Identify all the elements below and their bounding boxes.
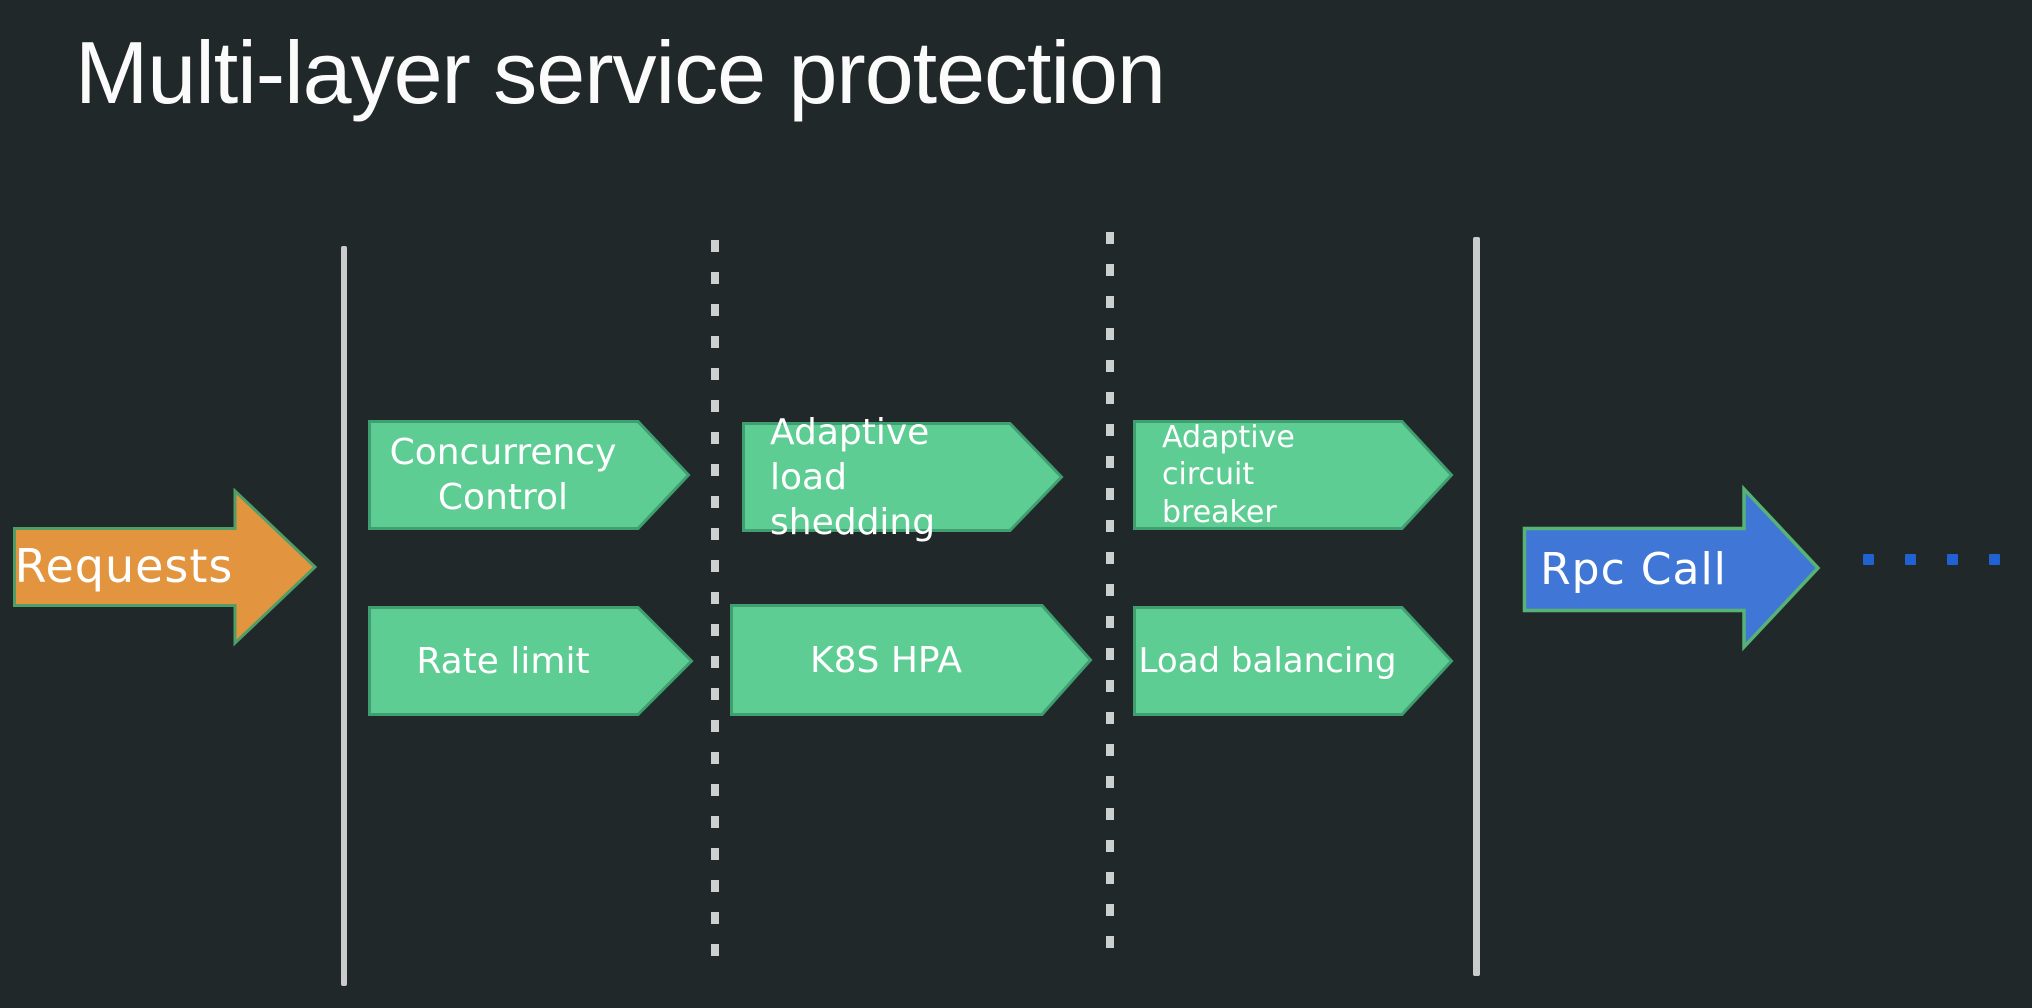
rpc-call-arrow-polygon xyxy=(1522,484,1821,652)
box-adaptive-circuit-breaker-line1: Adaptive circuit xyxy=(1162,419,1295,493)
box-concurrency-control-label: Concurrency Control xyxy=(368,420,690,530)
box-k8s-hpa-shape xyxy=(730,604,1093,716)
box-load-balancing-shape xyxy=(1133,606,1454,716)
continuation-dot-2 xyxy=(1905,554,1916,565)
box-rate-limit-polygon xyxy=(368,606,694,716)
box-k8s-hpa-label: K8S HPA xyxy=(810,639,962,681)
box-adaptive-load-shedding-polygon xyxy=(742,422,1064,532)
box-load-balancing-label: Load balancing xyxy=(1138,640,1397,681)
requests-arrow-polygon xyxy=(13,487,318,647)
box-adaptive-circuit-breaker: Adaptive circuit breaker xyxy=(1133,420,1454,530)
box-adaptive-load-shedding: Adaptive load shedding xyxy=(742,412,1064,543)
box-adaptive-load-shedding-line1: Adaptive load xyxy=(770,411,930,498)
box-load-balancing-polygon xyxy=(1133,606,1454,716)
box-k8s-hpa: K8S HPA xyxy=(730,604,1093,716)
requests-arrow-shape xyxy=(13,487,318,647)
boundary-line-left xyxy=(341,246,347,986)
continuation-dot-3 xyxy=(1947,554,1958,565)
box-concurrency-control-line2: Control xyxy=(437,477,569,518)
boundary-line-right xyxy=(1473,237,1480,976)
box-concurrency-control: Concurrency Control xyxy=(368,420,691,530)
box-adaptive-load-shedding-line2: shedding xyxy=(770,501,936,543)
box-concurrency-control-polygon xyxy=(368,420,691,530)
rpc-call-arrow-label: Rpc Call xyxy=(1540,543,1727,595)
requests-arrow: Requests xyxy=(13,487,318,647)
page-title: Multi-layer service protection xyxy=(75,23,1166,122)
box-rate-limit: Rate limit xyxy=(368,606,694,716)
box-adaptive-circuit-breaker-label: Adaptive circuit breaker xyxy=(1133,420,1453,530)
box-rate-limit-label: Rate limit xyxy=(416,640,590,682)
requests-arrow-label: Requests xyxy=(14,539,234,594)
box-k8s-hpa-polygon xyxy=(730,604,1093,716)
box-load-balancing: Load balancing xyxy=(1133,606,1454,716)
layer-divider-2 xyxy=(1106,232,1114,966)
box-adaptive-circuit-breaker-polygon xyxy=(1133,420,1454,530)
layer-divider-1 xyxy=(711,240,719,966)
continuation-dot-1 xyxy=(1863,554,1874,565)
rpc-call-arrow: Rpc Call xyxy=(1522,484,1821,652)
box-adaptive-circuit-breaker-line2: breaker xyxy=(1162,494,1277,530)
box-rate-limit-shape xyxy=(368,606,694,716)
box-adaptive-load-shedding-label: Adaptive load shedding xyxy=(742,412,1063,543)
box-concurrency-control-shape xyxy=(368,420,691,530)
box-adaptive-load-shedding-shape xyxy=(742,422,1064,532)
box-adaptive-circuit-breaker-shape xyxy=(1133,420,1454,530)
box-concurrency-control-line1: Concurrency xyxy=(389,432,617,473)
continuation-dot-4 xyxy=(1989,554,2000,565)
rpc-call-arrow-shape xyxy=(1522,484,1821,652)
